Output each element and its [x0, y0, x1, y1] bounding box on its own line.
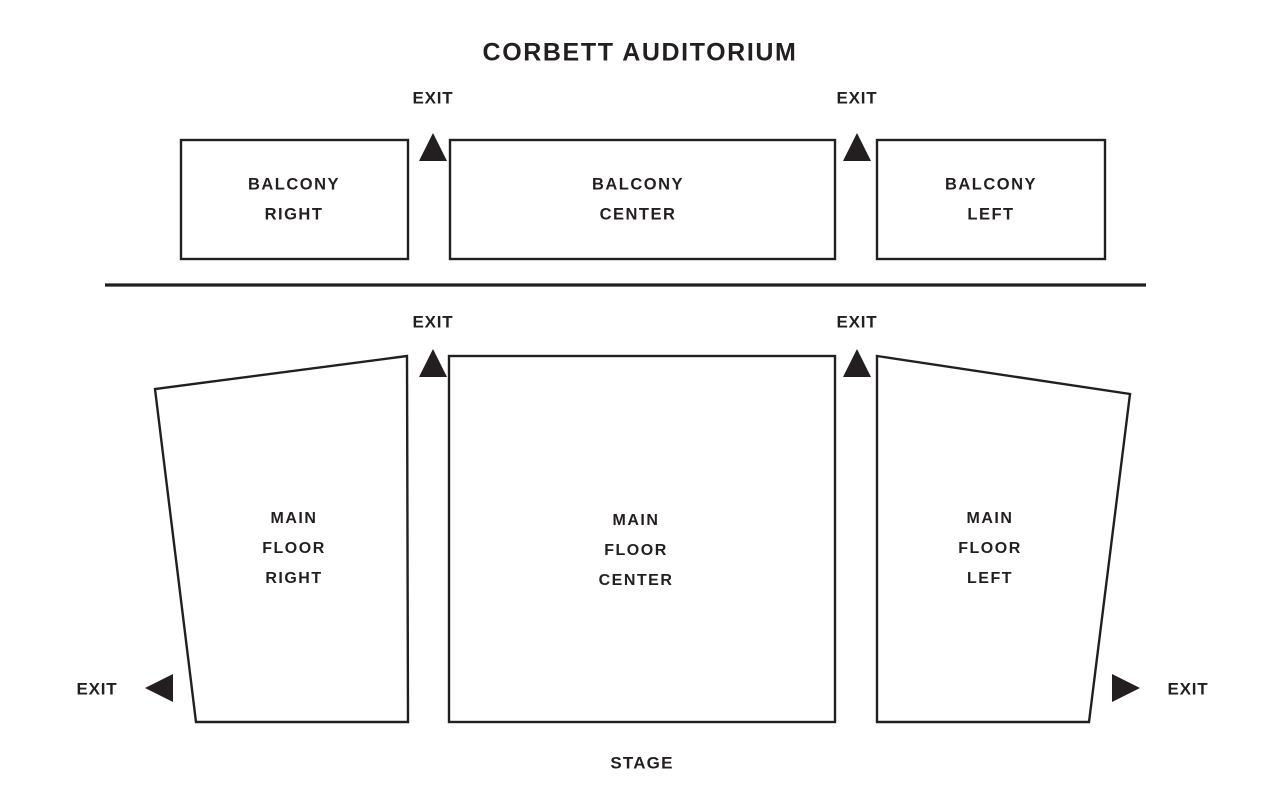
triangle-up-icon[interactable] — [843, 349, 871, 377]
main-floor-center-label-line3: CENTER — [599, 572, 674, 589]
exit-balcony-center-left[interactable]: EXIT — [837, 88, 878, 161]
section-main-floor-center[interactable]: MAIN FLOOR CENTER — [447, 354, 837, 724]
main-floor-center-label-line2: FLOOR — [604, 542, 668, 559]
balcony-right-label-line2: RIGHT — [265, 205, 324, 223]
exit-balcony-center-left-label: EXIT — [837, 88, 878, 107]
main-floor-right-shape[interactable] — [153, 354, 410, 724]
triangle-up-icon[interactable] — [419, 349, 447, 377]
main-floor-right-label-line2: FLOOR — [262, 540, 326, 557]
exit-main-far-left[interactable]: EXIT — [1112, 674, 1209, 702]
main-floor-center-label-line1: MAIN — [613, 512, 660, 529]
main-floor-center-shape[interactable] — [447, 354, 837, 724]
balcony-left-shape[interactable] — [875, 138, 1107, 261]
exit-main-far-right[interactable]: EXIT — [77, 674, 174, 702]
exit-main-center-left-label: EXIT — [837, 312, 878, 331]
stage-label: STAGE — [610, 753, 673, 772]
balcony-right-label-line1: BALCONY — [248, 175, 340, 193]
section-main-floor-right[interactable]: MAIN FLOOR RIGHT — [153, 354, 410, 724]
exit-main-far-right-label: EXIT — [77, 679, 118, 698]
balcony-right-shape[interactable] — [179, 138, 410, 261]
main-floor-right-label-line1: MAIN — [271, 510, 318, 527]
balcony-center-label-line1: BALCONY — [592, 175, 684, 193]
exit-balcony-right-center[interactable]: EXIT — [413, 88, 454, 161]
section-balcony-left[interactable]: BALCONY LEFT — [875, 138, 1107, 261]
main-floor-left-shape[interactable] — [875, 354, 1132, 724]
exit-main-center-left[interactable]: EXIT — [837, 312, 878, 377]
section-balcony-center[interactable]: BALCONY CENTER — [448, 138, 837, 261]
exit-main-far-left-label: EXIT — [1168, 679, 1209, 698]
section-main-floor-left[interactable]: MAIN FLOOR LEFT — [875, 354, 1132, 724]
triangle-up-icon[interactable] — [843, 133, 871, 161]
triangle-right-icon[interactable] — [1112, 674, 1140, 702]
main-floor-left-label-line3: LEFT — [967, 570, 1013, 587]
exit-main-right-center-label: EXIT — [413, 312, 454, 331]
balcony-left-label-line2: LEFT — [967, 205, 1014, 223]
triangle-up-icon[interactable] — [419, 133, 447, 161]
main-floor-right-label-line3: RIGHT — [265, 570, 322, 587]
exit-main-right-center[interactable]: EXIT — [413, 312, 454, 377]
balcony-left-label-line1: BALCONY — [945, 175, 1037, 193]
balcony-center-label-line2: CENTER — [600, 205, 677, 223]
exit-balcony-right-center-label: EXIT — [413, 88, 454, 107]
section-balcony-right[interactable]: BALCONY RIGHT — [179, 138, 410, 261]
main-floor-left-label-line1: MAIN — [967, 510, 1014, 527]
triangle-left-icon[interactable] — [145, 674, 173, 702]
balcony-center-shape[interactable] — [448, 138, 837, 261]
page-title: CORBETT AUDITORIUM — [483, 39, 798, 67]
main-floor-left-label-line2: FLOOR — [958, 540, 1022, 557]
